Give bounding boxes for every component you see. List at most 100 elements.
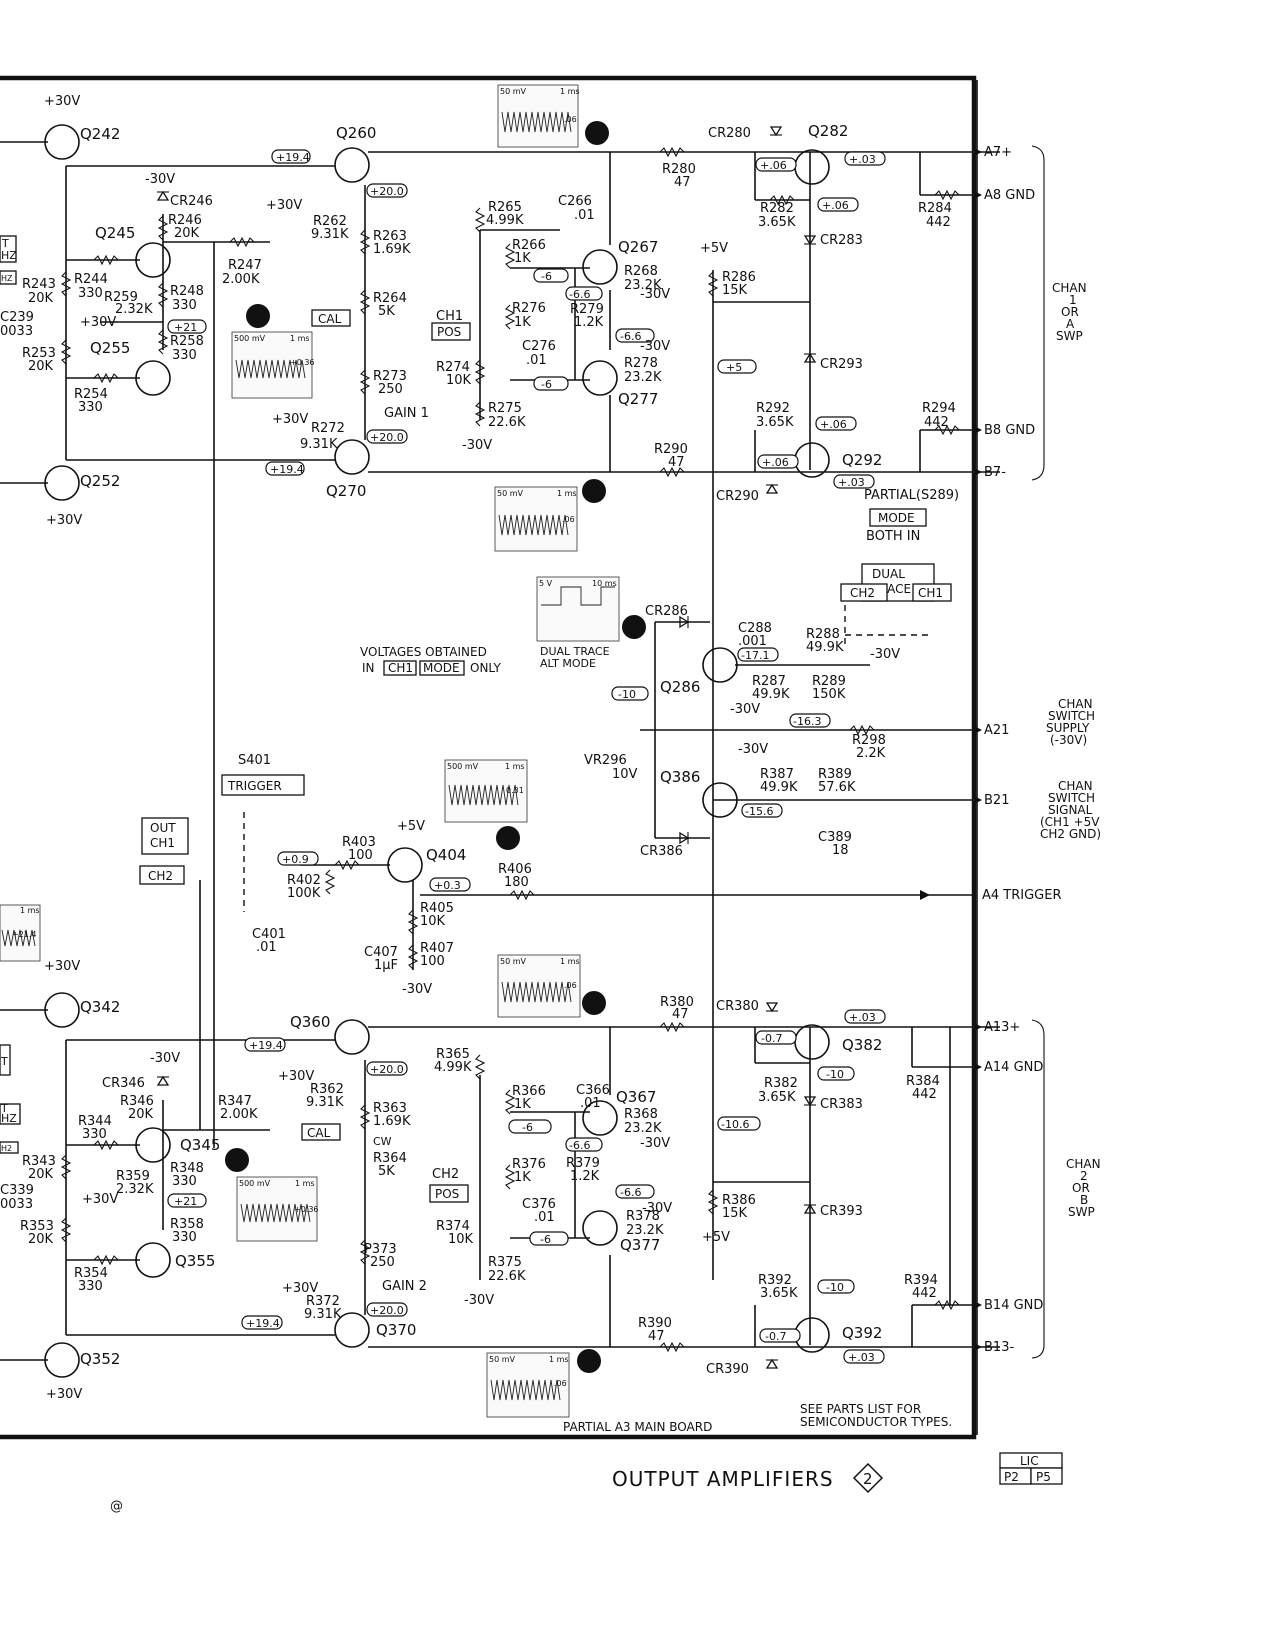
scope-waveform-left: 1 ms +21.4 bbox=[0, 904, 41, 962]
voltage-note-ch1: CH1 bbox=[388, 661, 413, 675]
voltage-tag: +.06 bbox=[760, 159, 787, 172]
voltage-tag: -6 bbox=[541, 270, 552, 283]
scope19-time: 1 ms bbox=[560, 957, 580, 966]
r263-label: R263 bbox=[373, 229, 407, 244]
r243-value: 20K bbox=[28, 291, 54, 306]
scope11-volts: 5 V bbox=[539, 579, 553, 588]
scope8-volts: 50 mV bbox=[500, 87, 527, 96]
supply-label: -30V bbox=[640, 339, 670, 354]
svg-text:CHAN: CHAN bbox=[1058, 697, 1093, 711]
r243-label: R243 bbox=[22, 277, 56, 292]
vr296-label: VR296 bbox=[584, 753, 627, 768]
svg-text:19: 19 bbox=[587, 996, 605, 1011]
r406-label: R406 bbox=[498, 862, 532, 877]
r298-value: 2.2K bbox=[856, 746, 886, 761]
scope11-time: 10 ms bbox=[592, 579, 617, 588]
gain2-label: GAIN 2 bbox=[382, 1279, 427, 1294]
q292-label: Q292 bbox=[842, 451, 882, 469]
r394-value: 442 bbox=[912, 1286, 937, 1301]
supply-label: -30V bbox=[145, 172, 175, 187]
r272-value: 9.31K bbox=[300, 437, 338, 452]
r374-value: 10K bbox=[448, 1232, 474, 1247]
c389-value: 18 bbox=[832, 843, 849, 858]
s401-label: S401 bbox=[238, 753, 271, 768]
voltage-tag: +20.0 bbox=[370, 1304, 404, 1317]
r278-label: R278 bbox=[624, 356, 658, 371]
supply-label: +30V bbox=[82, 1192, 118, 1207]
connector-a13: A13+ bbox=[984, 1020, 1020, 1035]
voltage-tag: +.03 bbox=[838, 476, 865, 489]
r343-value: 20K bbox=[28, 1167, 54, 1182]
scope-waveform-19: 50 mV 1 ms .06 bbox=[497, 954, 581, 1018]
r262-value: 9.31K bbox=[311, 227, 349, 242]
supply-label: -30V bbox=[870, 647, 900, 662]
boxed-labels: CAL POS TRIGGER OUT CH1 CH2 MODE DUAL TR… bbox=[139, 309, 952, 1203]
scope9-time: 1 ms bbox=[557, 489, 577, 498]
parts-note-2: SEMICONDUCTOR TYPES. bbox=[800, 1415, 952, 1429]
voltage-tag: -0.7 bbox=[765, 1330, 786, 1343]
r364-value: 5K bbox=[378, 1164, 395, 1179]
test-point-20: 20 bbox=[577, 1349, 601, 1373]
voltage-tag: +19.4 bbox=[249, 1039, 283, 1052]
supply-label: +30V bbox=[282, 1281, 318, 1296]
r358-value: 330 bbox=[172, 1230, 197, 1245]
supply-label: +5V bbox=[702, 1230, 730, 1245]
r389-label: R389 bbox=[818, 767, 852, 782]
q255-label: Q255 bbox=[90, 339, 130, 357]
connector-b13: B13- bbox=[984, 1340, 1014, 1355]
r382-value: 3.65K bbox=[758, 1090, 796, 1105]
scope-waveform-10: 500 mV 1 ms 0.31 bbox=[444, 759, 528, 823]
supply-label: +30V bbox=[278, 1069, 314, 1084]
voltage-tag: -6 bbox=[541, 378, 552, 391]
svg-text:B: B bbox=[1080, 1193, 1088, 1207]
q277-label: Q277 bbox=[618, 390, 658, 408]
r359-value: 2.32K bbox=[116, 1182, 154, 1197]
supply-label: +30V bbox=[272, 412, 308, 427]
c266-value: .01 bbox=[574, 208, 595, 223]
mode-ch2-label: CH2 bbox=[850, 586, 875, 600]
supply-label: -30V bbox=[402, 982, 432, 997]
scope-waveform-7: 500 mV 1 ms +0.36 bbox=[231, 331, 315, 399]
voltage-tag: +0.3 bbox=[434, 879, 461, 892]
connector-a7: A7+ bbox=[984, 145, 1012, 160]
test-point-8: 8 bbox=[585, 121, 609, 145]
scope18-value: +0.36 bbox=[294, 1205, 319, 1214]
supply-label: +30V bbox=[266, 198, 302, 213]
r344-label: R344 bbox=[78, 1114, 112, 1129]
r346-label: R346 bbox=[120, 1094, 154, 1109]
r394-label: R394 bbox=[904, 1273, 938, 1288]
svg-text:7: 7 bbox=[254, 309, 263, 324]
q270-label: Q270 bbox=[326, 482, 366, 500]
r265-value: 4.99K bbox=[486, 213, 524, 228]
c366-label: C366 bbox=[576, 1083, 610, 1098]
voltage-tag: +20.0 bbox=[370, 185, 404, 198]
r253-value: 20K bbox=[28, 359, 54, 374]
q382-label: Q382 bbox=[842, 1036, 882, 1054]
trigger-ch2-label: CH2 bbox=[148, 869, 173, 883]
c366-value: .01 bbox=[580, 1096, 601, 1111]
svg-text:A: A bbox=[1066, 317, 1075, 331]
r402-value: 100K bbox=[287, 886, 321, 901]
r364-label: R364 bbox=[373, 1151, 407, 1166]
connector-a14: A14 GND bbox=[984, 1060, 1043, 1075]
connector-a8: A8 GND bbox=[984, 188, 1035, 203]
both-in-label: BOTH IN bbox=[866, 529, 920, 544]
r290-value: 47 bbox=[668, 455, 685, 470]
r390-value: 47 bbox=[648, 1329, 665, 1344]
r392-label: R392 bbox=[758, 1273, 792, 1288]
vr296-value: 10V bbox=[612, 767, 638, 782]
voltage-tag: +20.0 bbox=[370, 431, 404, 444]
voltage-tag: +.06 bbox=[762, 456, 789, 469]
q267-label: Q267 bbox=[618, 238, 658, 256]
voltage-tag: -17.1 bbox=[741, 649, 769, 662]
diagram-number-diamond bbox=[852, 1462, 884, 1494]
left-edge-fragments: T HZ HZ T T HZ H2 bbox=[0, 235, 21, 1154]
voltage-tag: +19.4 bbox=[270, 463, 304, 476]
r244-label: R244 bbox=[74, 272, 108, 287]
q282-label: Q282 bbox=[808, 122, 848, 140]
r292-label: R292 bbox=[756, 401, 790, 416]
r298-label: R298 bbox=[852, 733, 886, 748]
r376-label: R376 bbox=[512, 1157, 546, 1172]
